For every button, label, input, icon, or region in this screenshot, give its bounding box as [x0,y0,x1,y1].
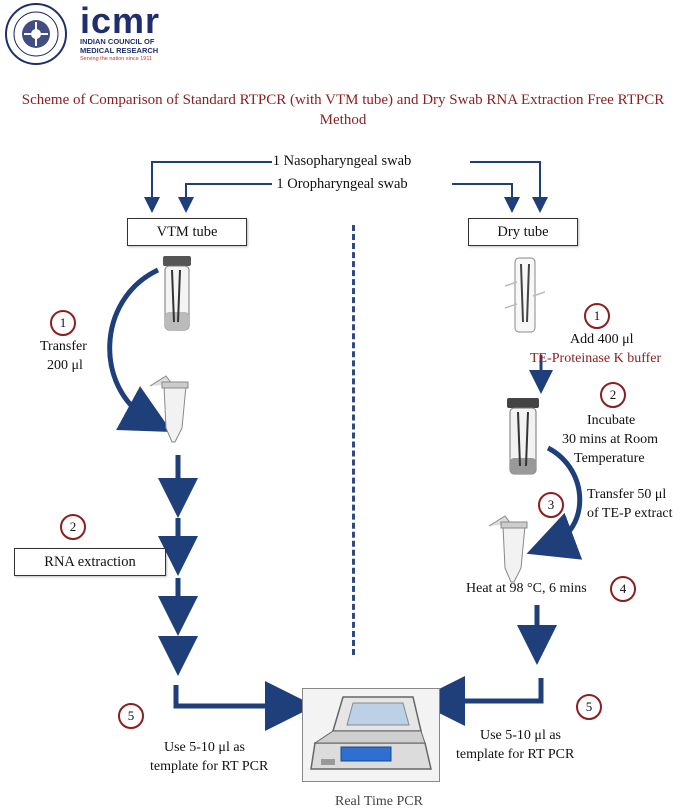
buffer-tube-icon [507,398,539,475]
rna-extraction-box: RNA extraction [14,548,166,576]
right-step-4-text: Heat at 98 °C, 6 mins [466,581,587,596]
left-step-2-circle: 2 [60,514,86,540]
right-step-2-line1: Incubate [587,413,636,428]
left-transfer-curve-arrow [107,267,172,432]
swab-to-vtm-outer-line [144,161,272,213]
icmr-seal-logo [5,3,67,65]
left-step-5-line2: template for RT PCR [150,759,269,774]
dry-tube-box: Dry tube [468,218,578,246]
right-to-machine-arrow [415,676,544,726]
swab-to-vtm-inner-line [178,183,272,213]
vtm-tube-box: VTM tube [127,218,247,246]
left-step-1-circle: 1 [50,310,76,336]
swab-to-dry-outer-line [470,161,548,213]
right-step-1-line1: Add 400 μl [570,332,634,347]
icmr-logo-word: icmr [80,0,161,41]
right-step-1-circle: 1 [584,303,610,329]
right-step-3-line1: Transfer 50 μl [587,487,667,502]
icmr-logo-subtitle: INDIAN COUNCIL OF MEDICAL RESEARCH [80,37,159,55]
oropharyngeal-swab-label: 1 Oropharyngeal swab [276,176,408,192]
left-step-5-circle: 5 [118,703,144,729]
left-step-5-line1: Use 5-10 μl as [164,740,245,755]
right-step-5-circle: 5 [576,694,602,720]
right-step-3-circle: 3 [538,492,564,518]
left-step-1-line2: 200 μl [47,358,83,373]
real-time-pcr-label: Real Time PCR [335,794,423,809]
pcr-machine-icon [310,696,432,770]
microtube-left-icon [149,375,189,443]
right-step-5-line2: template for RT PCR [456,747,575,762]
left-step-1-line1: Transfer [40,339,87,354]
right-step-2-line2: 30 mins at Room [562,432,659,447]
microtube-right-icon [488,515,528,583]
right-step-4-circle: 4 [610,576,636,602]
vtm-tube-icon [163,256,191,331]
diagram-title: Scheme of Comparison of Standard RTPCR (… [21,92,665,128]
right-step-3-line2: of TE-P extract [587,506,673,521]
center-divider [352,225,355,655]
left-to-machine-arrow [173,681,315,731]
dry-tube-icon [505,257,545,333]
icmr-logo-tagline: Serving the nation since 1911 [80,56,153,62]
right-step-2-line3: Temperature [574,451,645,466]
right-step-5-line1: Use 5-10 μl as [480,728,561,743]
swab-to-dry-inner-line [452,183,520,213]
right-transfer-curve-arrow [526,445,583,560]
right-step-2-circle: 2 [600,382,626,408]
right-step-1-line2: TE-Proteinase K buffer [530,351,662,366]
pcr-machine-frame [302,688,440,782]
nasopharyngeal-swab-label: 1 Nasopharyngeal swab [272,153,412,169]
